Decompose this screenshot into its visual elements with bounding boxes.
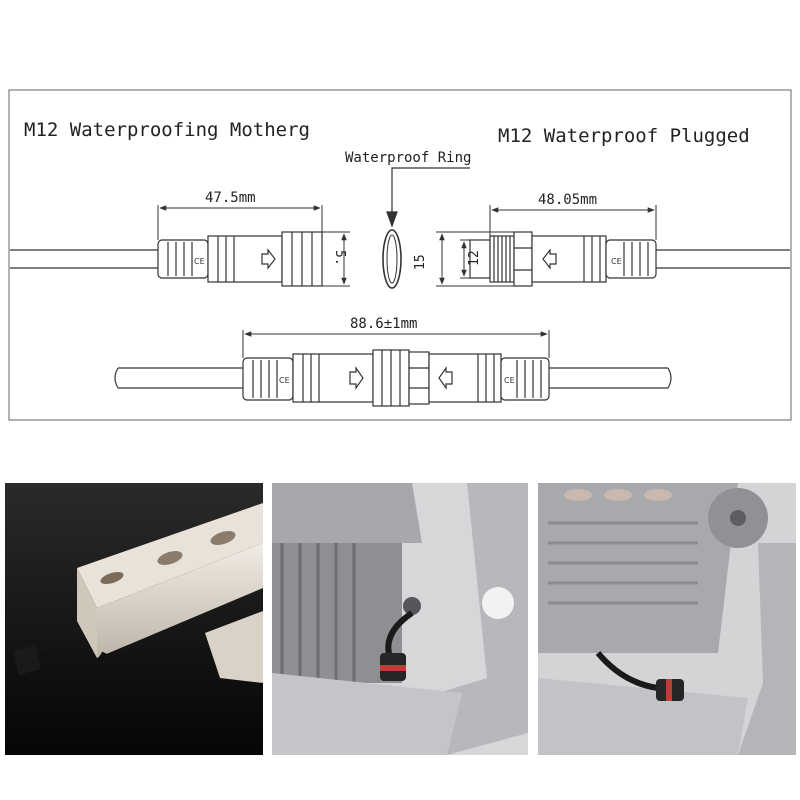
fixture-connector-closeup-photo-2 (538, 483, 796, 755)
female-length-label: 47.5mm (205, 190, 256, 206)
svg-text:CE: CE (611, 257, 622, 266)
male-dimension-lines (436, 205, 657, 287)
male-outer-label: 15 (413, 254, 428, 270)
connector-dimension-diagram: M12 Waterproofing Motherg M12 Waterproof… (8, 89, 792, 421)
assembled-length-label: 88.6±1mm (350, 316, 417, 332)
assembled-dimension-lines (242, 330, 550, 358)
male-length-label: 48.05mm (538, 192, 597, 208)
svg-text:CE: CE (504, 376, 515, 385)
svg-text:CE: CE (279, 376, 290, 385)
svg-text:CE: CE (194, 257, 205, 266)
male-connector: CE (469, 231, 790, 287)
waterproof-ring (382, 229, 402, 289)
ring-label: Waterproof Ring (345, 150, 471, 166)
led-wall-washer-photo (5, 483, 263, 755)
assembled-connector: CE CE (114, 349, 672, 407)
fixture-connector-closeup-photo-1 (272, 483, 528, 755)
left-title: M12 Waterproofing Motherg (24, 119, 310, 141)
female-dimension-lines (157, 205, 350, 287)
female-connector: CE (10, 231, 323, 287)
female-height-label: 5. (332, 250, 347, 266)
ring-pointer-arrow (386, 167, 470, 228)
right-title: M12 Waterproof Plugged (498, 125, 750, 147)
male-thread-label: 12 (467, 250, 482, 266)
